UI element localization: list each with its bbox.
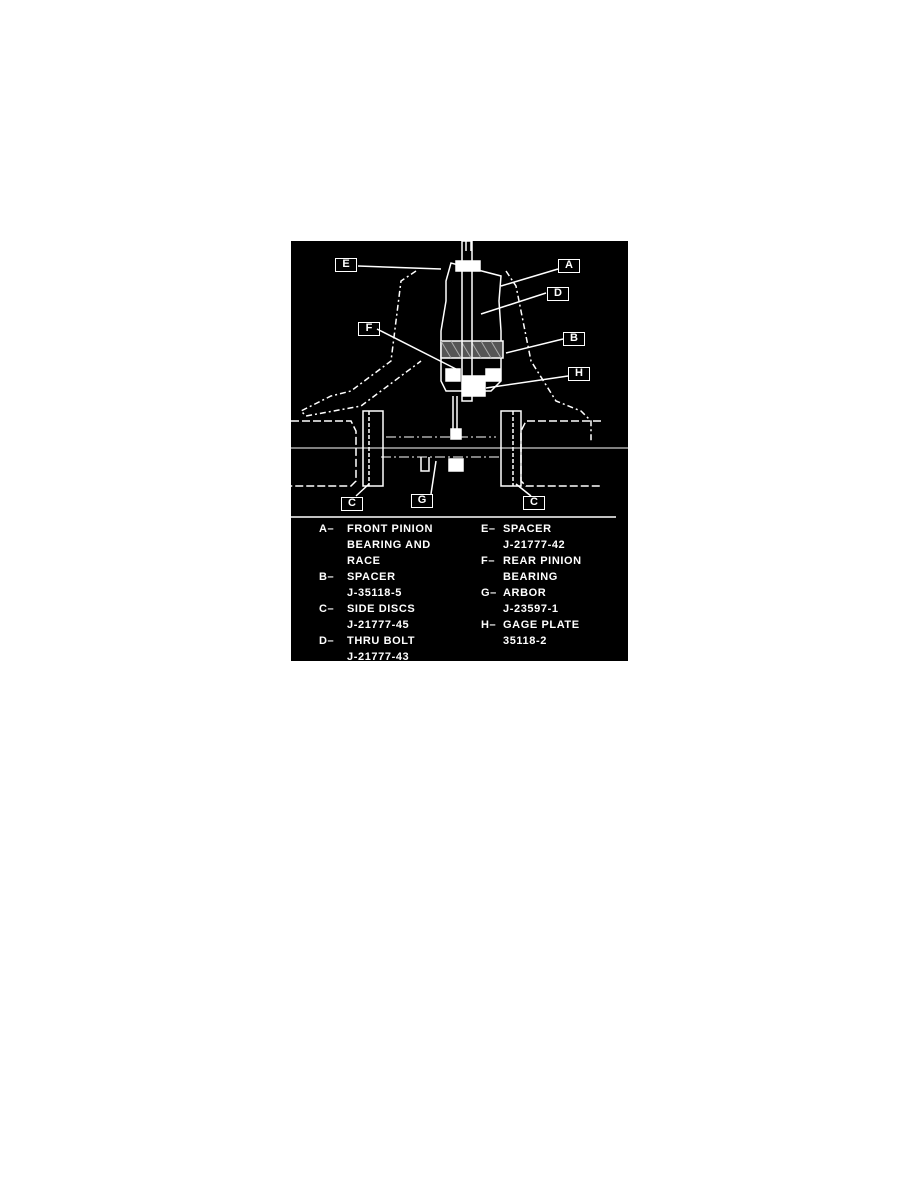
callout-c-right: C — [523, 496, 545, 510]
legend-item-f: F–REAR PINION — [481, 555, 582, 567]
legend-item-h: H–GAGE PLATE — [481, 619, 580, 631]
legend-item-d: D–THRU BOLT — [319, 635, 416, 647]
legend-text: J-21777-43 — [347, 651, 410, 663]
legend-item-e: E–SPACER — [481, 523, 552, 535]
pinion-depth-tool-diagram: E A D F B H C G C A–FRONT PINION BEARING… — [291, 241, 628, 663]
callout-h: H — [568, 367, 590, 381]
legend-text: J-23597-1 — [503, 603, 559, 615]
legend-item-b: B–SPACER — [319, 571, 396, 583]
callout-e: E — [335, 258, 357, 272]
callout-g: G — [411, 494, 433, 508]
callout-b: B — [563, 332, 585, 346]
legend-text: BEARING — [503, 571, 558, 583]
diagram-drawing — [291, 241, 628, 518]
legend-left: A–FRONT PINION BEARING AND RACE B–SPACER… — [319, 521, 433, 665]
legend-item-g: G–ARBOR — [481, 587, 547, 599]
legend-text: J-21777-42 — [503, 539, 566, 551]
callout-a: A — [558, 259, 580, 273]
legend-right: E–SPACER J-21777-42 F–REAR PINION BEARIN… — [481, 521, 582, 649]
legend-item-a: A–FRONT PINION — [319, 523, 434, 535]
legend-text: BEARING AND — [347, 539, 431, 551]
callout-c-left: C — [341, 497, 363, 511]
legend-item-c: C–SIDE DISCS — [319, 603, 416, 615]
legend-text: J-21777-45 — [347, 619, 410, 631]
callout-f: F — [358, 322, 380, 336]
legend-text: RACE — [347, 555, 381, 567]
legend-text: 35118-2 — [503, 635, 547, 647]
legend-text: J-35118-5 — [347, 587, 402, 599]
callout-d: D — [547, 287, 569, 301]
